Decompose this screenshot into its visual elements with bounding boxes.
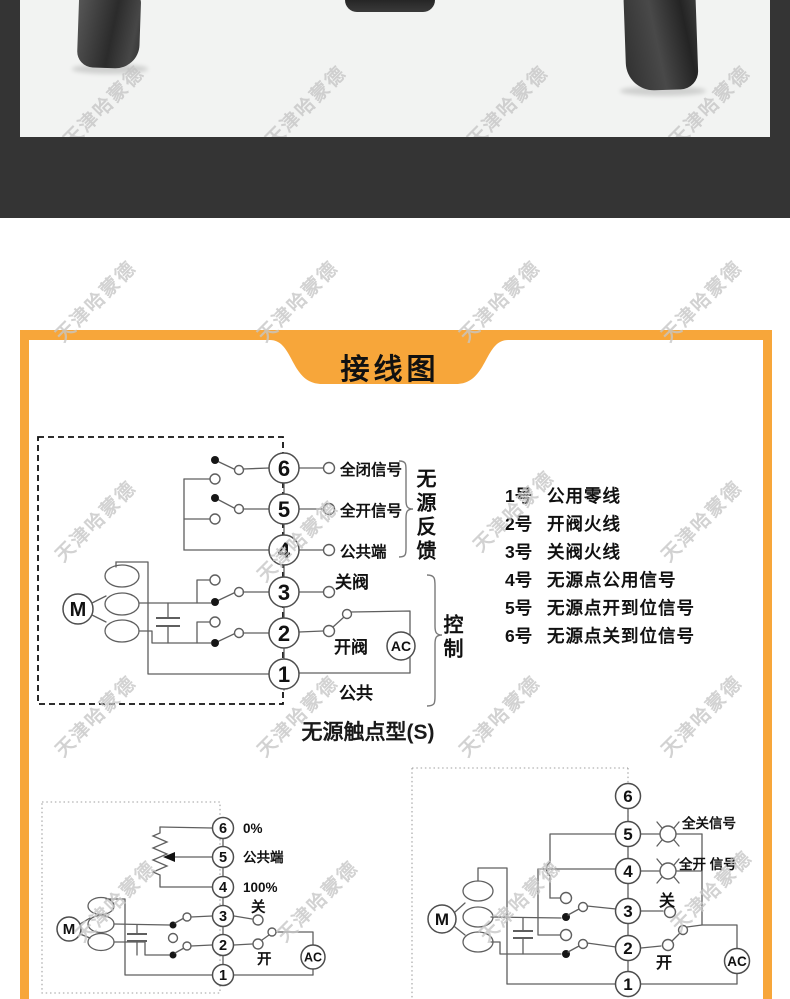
- wiring-diagram-panel: 接线图 M: [20, 330, 772, 999]
- svg-text:1: 1: [278, 662, 290, 687]
- svg-text:2: 2: [278, 621, 290, 646]
- main-wiring-diagram: M 全闭信号 全开信号 公共端 关阀 开阀 AC 公: [37, 436, 443, 707]
- terminal-legend: 1号公用零线 2号开阀火线 3号关阀火线 4号无源点公用信号 5号无源点开到位信…: [505, 482, 695, 650]
- photo-shadow: [620, 86, 706, 96]
- label-close-valve: 关阀: [335, 572, 369, 592]
- ac-symbol: AC: [300, 944, 326, 970]
- panel-border-right: [763, 330, 772, 999]
- capacitor-symbol: [127, 924, 147, 956]
- svg-text:3: 3: [219, 909, 227, 925]
- label-common: 公共: [339, 684, 373, 703]
- svg-text:4: 4: [623, 862, 633, 881]
- label-open-valve: 开阀: [334, 637, 368, 657]
- svg-text:3: 3: [278, 580, 290, 605]
- svg-text:6: 6: [623, 787, 632, 806]
- svg-text:3: 3: [623, 902, 632, 921]
- page-title: 接线图: [340, 354, 440, 386]
- svg-text:1: 1: [219, 968, 227, 984]
- capacitor-symbol: [513, 917, 533, 955]
- potentiometer-symbol: [151, 826, 169, 879]
- svg-text:2: 2: [623, 939, 632, 958]
- legend-row: 5号无源点开到位信号: [505, 598, 695, 618]
- label-close: 关: [251, 898, 266, 916]
- product-fragment-center: [345, 0, 435, 12]
- photo-shadow: [72, 64, 148, 74]
- svg-text:6: 6: [278, 456, 290, 481]
- motor-symbol: M: [62, 564, 140, 643]
- feedback-bracket-label: 无源反馈: [413, 468, 435, 564]
- ac-symbol: AC: [723, 947, 751, 975]
- legend-row: 6号无源点关到位信号: [505, 626, 695, 646]
- label-full-open-signal: 全开 信号: [678, 856, 737, 872]
- feedback-bracket: [398, 460, 414, 558]
- svg-text:5: 5: [623, 825, 632, 844]
- label-open-signal: 全开信号: [339, 501, 402, 520]
- wiper-arrow: [163, 852, 175, 862]
- banner-ribbon: [20, 330, 772, 384]
- product-fragment-left: [76, 0, 142, 70]
- svg-text:M: M: [70, 599, 87, 621]
- label-common-terminal: 公共端: [340, 542, 387, 561]
- svg-text:AC: AC: [727, 954, 747, 969]
- legend-row: 2号开阀火线: [505, 514, 621, 534]
- modulating-wiring-diagram: M AC 0% 公共端 100% 关 开: [41, 801, 326, 994]
- label-full-close-signal: 全关信号: [681, 815, 736, 831]
- watermark: 天津哈蒙德: [463, 62, 553, 137]
- svg-text:4: 4: [219, 880, 227, 896]
- label-close: 关: [659, 891, 675, 910]
- control-bracket: [426, 574, 443, 707]
- legend-row: 1号公用零线: [505, 486, 621, 506]
- control-bracket-label: 控制: [440, 614, 462, 662]
- svg-text:2: 2: [219, 938, 227, 954]
- label-common-terminal: 公共端: [243, 849, 284, 865]
- ac-symbol: AC: [386, 631, 416, 661]
- label-open: 开: [656, 954, 672, 972]
- product-fragment-right: [623, 0, 699, 92]
- svg-text:5: 5: [278, 497, 290, 522]
- actuator-dashed-box: [37, 436, 284, 705]
- product-photo-strip: 天津哈蒙德 天津哈蒙德 天津哈蒙德 天津哈蒙德: [20, 0, 770, 137]
- svg-text:M: M: [435, 910, 449, 929]
- svg-text:1: 1: [623, 975, 632, 994]
- panel-border-left: [20, 330, 29, 999]
- svg-text:5: 5: [219, 850, 227, 866]
- label-100pct: 100%: [243, 880, 278, 895]
- svg-text:M: M: [63, 921, 76, 938]
- terminal-circles: 6 5 4 3 2 1: [614, 782, 642, 998]
- motor-symbol: M: [427, 880, 494, 953]
- svg-text:AC: AC: [304, 951, 322, 965]
- svg-text:6: 6: [219, 821, 227, 837]
- legend-row: 4号无源点公用信号: [505, 570, 677, 590]
- terminal-circles: 6 5 4 3 2 1: [268, 452, 300, 690]
- svg-text:AC: AC: [391, 638, 411, 654]
- watermark: 天津哈蒙德: [261, 62, 351, 137]
- svg-text:4: 4: [278, 538, 291, 563]
- diagram-caption: 无源触点型(S): [301, 721, 435, 744]
- terminal-circles: 6 5 4 3 2 1: [211, 816, 235, 987]
- legend-row: 3号关阀火线: [505, 542, 621, 562]
- label-0pct: 0%: [243, 821, 263, 836]
- hero-band: 天津哈蒙德 天津哈蒙德 天津哈蒙德 天津哈蒙德: [0, 0, 790, 218]
- onoff-lamp-wiring-diagram: AC M 全关信号 全开 信号 关 开: [411, 767, 751, 999]
- label-open: 开: [257, 951, 272, 968]
- motor-symbol: M: [56, 896, 115, 952]
- label-close-signal: 全闭信号: [339, 460, 402, 479]
- capacitor-symbol: [156, 602, 180, 644]
